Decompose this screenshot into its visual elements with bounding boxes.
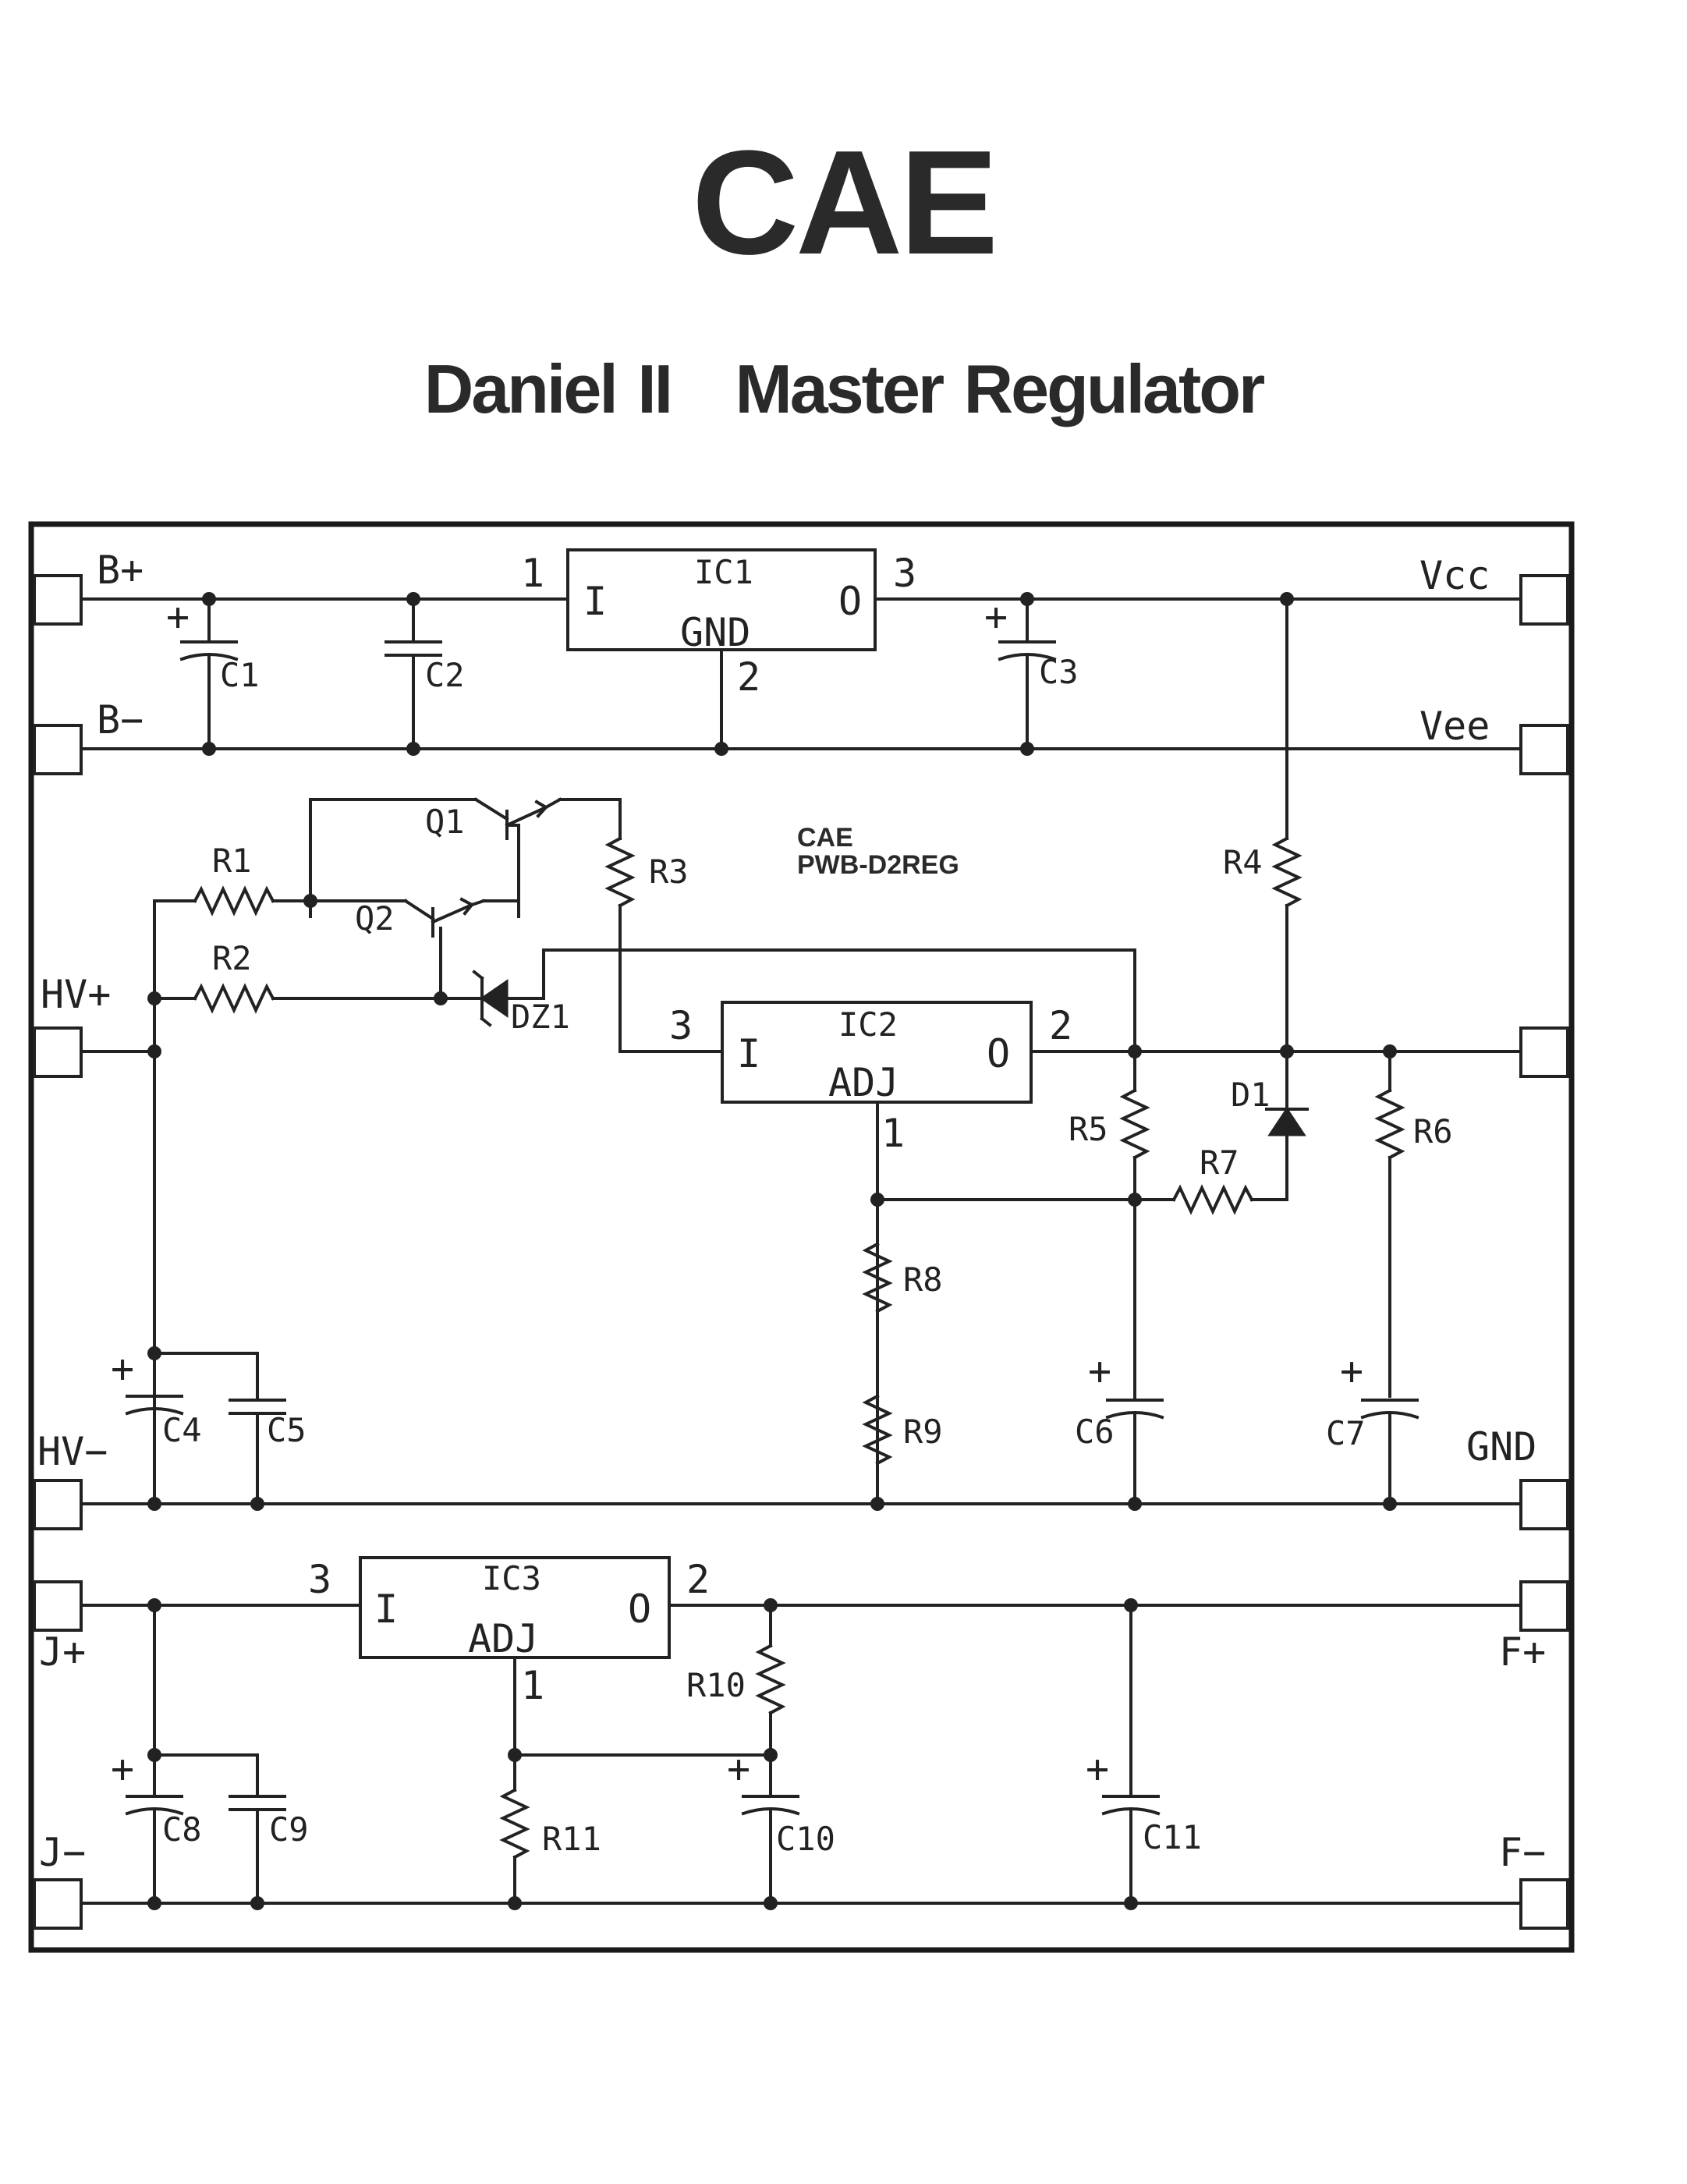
ic2-in-label: I: [737, 1031, 760, 1076]
label-c8: C8: [162, 1810, 202, 1849]
label-gnd: GND: [1466, 1424, 1536, 1470]
polarity-c7: +: [1340, 1349, 1363, 1394]
ic2-pin-ref: 1: [881, 1111, 905, 1156]
terminal-hv-plus: [33, 1026, 83, 1078]
polarity-c4: +: [111, 1346, 134, 1392]
ic2-ref-label: ADJ: [828, 1060, 898, 1105]
ic3-pin-out: 2: [686, 1557, 710, 1602]
polarity-c10: +: [727, 1746, 750, 1792]
label-f-minus: F−: [1499, 1830, 1546, 1875]
ic1-in-label: I: [583, 579, 607, 624]
label-hv-plus: HV+: [41, 972, 111, 1017]
polarity-c8: +: [111, 1746, 134, 1792]
polarity-c6: +: [1088, 1349, 1111, 1394]
label-vee: Vee: [1419, 704, 1490, 749]
filament-regulator-section: [33, 1556, 1569, 1930]
label-d1: D1: [1231, 1076, 1271, 1114]
page-subtitle: Daniel II Master Regulator: [424, 350, 1266, 427]
label-b-minus: B−: [97, 697, 144, 743]
label-r9: R9: [903, 1413, 943, 1451]
label-c6: C6: [1075, 1413, 1115, 1451]
label-vcc: Vcc: [1419, 553, 1490, 598]
label-r1: R1: [212, 842, 252, 880]
label-c11: C11: [1143, 1818, 1202, 1856]
ic2-out-label: O: [987, 1031, 1010, 1076]
ic3-in-label: I: [374, 1587, 398, 1632]
label-r4: R4: [1223, 843, 1263, 881]
label-dz1: DZ1: [511, 998, 570, 1036]
label-r10: R10: [686, 1666, 746, 1704]
terminal-j-minus: [33, 1878, 83, 1930]
ic1-pin-out: 3: [893, 551, 916, 596]
label-c4: C4: [162, 1411, 202, 1449]
board-part-number: PWB-D2REG: [797, 850, 959, 880]
ic2-pin-out: 2: [1049, 1003, 1072, 1048]
ic3-name: IC3: [482, 1559, 541, 1597]
page-title: CAE: [691, 120, 998, 285]
label-c2: C2: [425, 656, 465, 694]
terminal-output-right: [1519, 1026, 1569, 1078]
terminal-hv-minus: [33, 1479, 83, 1530]
ic1-name: IC1: [694, 553, 753, 591]
terminal-vcc: [1519, 574, 1569, 626]
label-b-plus: B+: [97, 548, 144, 593]
terminal-b-plus: [33, 574, 83, 626]
ic1-pin-in: 1: [521, 551, 544, 596]
ic1-ref-label: GND: [680, 610, 750, 655]
polarity-c3: +: [984, 594, 1008, 640]
ic2-pin-in: 3: [669, 1003, 693, 1048]
hv-regulator-section: [33, 597, 1569, 1530]
label-c7: C7: [1326, 1414, 1366, 1452]
label-r5: R5: [1069, 1110, 1108, 1148]
label-c5: C5: [267, 1411, 307, 1449]
terminal-vee: [1519, 724, 1569, 775]
terminal-b-minus: [33, 724, 83, 775]
board-maker: CAE: [797, 823, 853, 853]
ic1-out-label: O: [838, 579, 862, 624]
terminal-gnd: [1519, 1479, 1569, 1530]
label-j-plus: J+: [39, 1629, 86, 1675]
terminal-j-plus: [33, 1580, 83, 1632]
ic1-pin-ref: 2: [737, 654, 760, 700]
label-r3: R3: [649, 853, 689, 891]
label-r8: R8: [903, 1260, 943, 1299]
label-j-minus: J−: [39, 1830, 86, 1875]
label-r7: R7: [1200, 1143, 1239, 1182]
label-c10: C10: [776, 1820, 835, 1858]
ic3-pin-ref: 1: [521, 1663, 544, 1708]
label-r2: R2: [212, 939, 252, 977]
terminal-f-plus: [1519, 1580, 1569, 1632]
label-q2: Q2: [355, 899, 395, 938]
ic3-pin-in: 3: [308, 1557, 331, 1602]
label-r6: R6: [1413, 1112, 1453, 1150]
schematic-labels: B+ B− Vcc Vee HV+ HV− GND J+ J− F+ F− IC…: [37, 548, 1546, 1875]
polarity-c11: +: [1086, 1746, 1109, 1792]
ic3-out-label: O: [628, 1587, 651, 1632]
label-c9: C9: [269, 1810, 309, 1849]
ic3-ref-label: ADJ: [468, 1616, 538, 1661]
label-c1: C1: [220, 656, 260, 694]
label-hv-minus: HV−: [37, 1429, 108, 1474]
polarity-c1: +: [166, 594, 190, 640]
label-q1: Q1: [425, 803, 465, 841]
board-outline: [28, 521, 1575, 1953]
label-c3: C3: [1039, 653, 1079, 691]
terminal-f-minus: [1519, 1878, 1569, 1930]
label-r11: R11: [542, 1820, 601, 1858]
ic2-name: IC2: [838, 1005, 898, 1044]
top-rail-section: [33, 548, 1569, 775]
label-f-plus: F+: [1499, 1629, 1546, 1675]
